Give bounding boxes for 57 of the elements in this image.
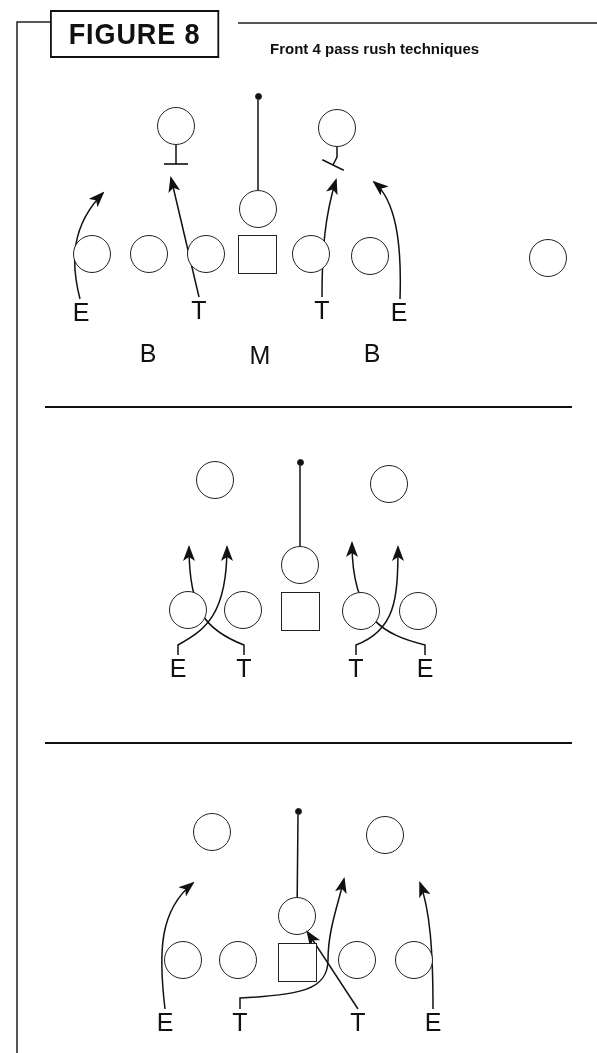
position-letter: E [154,1009,176,1035]
position-letter: M [249,342,271,369]
position-letter: T [188,297,210,323]
player-circle [73,235,111,273]
center-square [277,942,317,982]
ball-dot [294,807,302,815]
player-circle [187,235,225,273]
player-circle [292,235,330,273]
block-line [163,144,189,165]
player-circle [342,592,380,630]
arrow [418,881,434,1010]
position-letter: T [345,655,367,681]
position-letter: B [138,340,158,367]
position-letter: T [347,1009,369,1035]
center-square [237,234,277,274]
position-letter: E [422,1009,444,1035]
player-circle [224,591,262,629]
ball-dot [296,458,304,466]
player-circle [366,816,404,854]
position-letter: B [362,340,382,367]
position-letter: E [167,655,189,681]
position-letter: T [229,1009,251,1035]
player-circle [318,109,356,147]
player-circle [399,592,437,630]
arrow [306,930,359,1010]
player-circle [395,941,433,979]
player-circle [169,591,207,629]
position-letter: T [233,655,255,681]
player-circle [370,465,408,503]
subtitle: Front 4 pass rush techniques [270,40,480,57]
player-circle [157,107,195,145]
arrow [161,881,195,1010]
player-circle [196,461,234,499]
figure-title: FIGURE 8 [50,10,220,58]
arrow [239,877,347,1010]
ball-dot [254,92,262,100]
player-circle [219,941,257,979]
player-circle [281,546,319,584]
position-letter: E [388,299,410,325]
position-letter: E [414,655,436,681]
position-letter: E [70,299,92,325]
position-letter: T [311,297,333,323]
line [299,465,301,547]
player-circle [164,941,202,979]
line [257,99,259,191]
player-circle [351,237,389,275]
center-square [280,591,320,631]
arrow [177,545,233,656]
player-circle [338,941,376,979]
arrow [372,180,402,300]
player-circle [239,190,277,228]
player-circle [193,813,231,851]
arrow [355,545,404,656]
block-line [321,146,345,172]
player-circle [130,235,168,273]
player-circle [529,239,567,277]
line [296,814,299,898]
